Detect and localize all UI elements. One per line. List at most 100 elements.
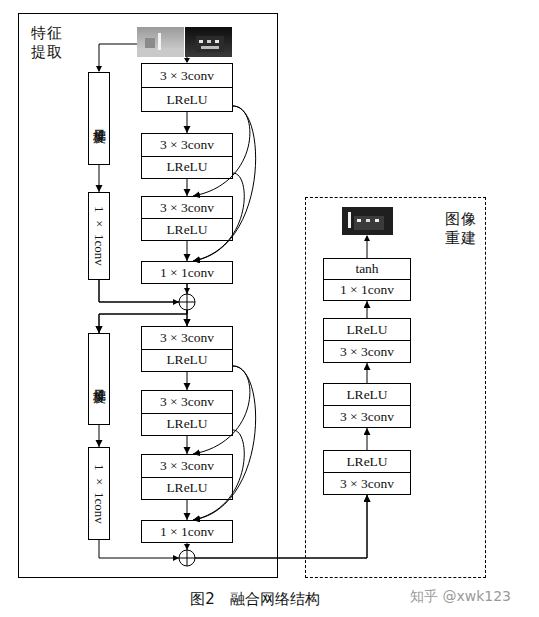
box-label: tanh (324, 259, 410, 279)
visible-light (207, 40, 211, 43)
box-label: 1 × 1conv (142, 521, 232, 542)
conv-block: tanh1 × 1conv (323, 258, 411, 301)
fused-person (348, 212, 351, 228)
fused-image (342, 207, 393, 235)
connector-arrow (187, 495, 367, 558)
group-heading: 图像 重建 (445, 210, 479, 248)
skip-connection (193, 106, 250, 196)
watermark: 知乎 @xwk123 (410, 588, 511, 606)
box-label: 3 × 3conv (142, 197, 232, 218)
arrow-head (173, 555, 179, 561)
box-label: LReLU (142, 87, 232, 111)
connector-arrow (99, 165, 100, 192)
arrow-head (364, 235, 370, 241)
group-heading: 特征 提取 (31, 24, 65, 62)
connector-arrow (99, 284, 187, 333)
conv-box: 1 × 1conv (141, 261, 233, 284)
box-label: 3 × 3conv (142, 64, 232, 87)
arrow-head (184, 544, 190, 550)
sum-symbol (173, 544, 195, 566)
arrow-head (184, 288, 190, 294)
connector-arrow (99, 280, 187, 326)
box-label: 1 × 1conv (142, 262, 232, 283)
connector-arrow (187, 436, 188, 454)
fused-building (354, 216, 384, 230)
box-label: LReLU (142, 156, 232, 179)
box-label: 3 × 3conv (142, 455, 232, 477)
input-wire (99, 44, 137, 71)
box-label: 梯度算子 (89, 334, 109, 424)
input-images (137, 27, 232, 57)
box-label: LReLU (324, 451, 410, 472)
connector-arrow (99, 425, 100, 447)
connector-arrow (187, 179, 188, 196)
skip-connection (193, 366, 256, 520)
arrow-head (173, 299, 179, 305)
skip-connection (193, 430, 244, 520)
box-label: 3 × 3conv (324, 340, 410, 362)
box-label: 3 × 3conv (142, 134, 232, 156)
visible-light (199, 40, 203, 43)
feature-extraction-group: 特征 提取3 × 3convLReLU梯度算子3 × 3convLReLU3 ×… (18, 13, 278, 578)
conv-block: 3 × 3convLReLU (141, 454, 233, 500)
image-reconstruction-group: 图像 重建tanh1 × 1convLReLU3 × 3convLReLU3 ×… (305, 197, 486, 578)
gradient-operator-box: 梯度算子 (88, 72, 110, 165)
box-label: 3 × 3conv (142, 391, 232, 413)
conv-block: 3 × 3convLReLU (141, 133, 233, 179)
conv-box: 1 × 1conv (88, 192, 110, 280)
connector-arrow (99, 280, 187, 333)
box-label: 3 × 3conv (142, 327, 232, 349)
box-label: 梯度算子 (89, 73, 109, 164)
infrared-image (137, 27, 184, 57)
infrared-building (145, 38, 155, 48)
conv-block: 3 × 3convLReLU (141, 63, 233, 112)
box-label: LReLU (142, 349, 232, 372)
fused-light (366, 219, 370, 222)
sum-circle (179, 550, 195, 566)
connector-arrow (367, 301, 368, 318)
visible-image (185, 27, 232, 57)
skip-connection (193, 173, 244, 261)
sum-plus (179, 550, 195, 566)
box-label: LReLU (324, 319, 410, 340)
fused-light (357, 219, 361, 222)
connector-arrow (187, 241, 188, 261)
box-label: 3 × 3conv (324, 472, 410, 494)
connector-arrow (187, 112, 188, 133)
conv-block: LReLU3 × 3conv (323, 318, 411, 363)
connector-arrow (99, 495, 367, 558)
connector-arrow (367, 428, 368, 450)
conv-box: 1 × 1conv (141, 520, 233, 543)
gradient-operator-box: 梯度算子 (88, 333, 110, 425)
infrared-person (158, 33, 161, 50)
sum-circle (179, 294, 195, 310)
sum-symbol (173, 288, 195, 310)
box-label: 1 × 1conv (89, 448, 109, 539)
skip-connection (193, 366, 250, 454)
sum-plus (179, 294, 195, 310)
connector-arrow (187, 500, 188, 520)
box-label: 3 × 3conv (324, 405, 410, 427)
conv-block: 3 × 3convLReLU (141, 326, 233, 372)
conv-block: LReLU3 × 3conv (323, 383, 411, 428)
conv-block: 3 × 3convLReLU (141, 390, 233, 436)
output-image (342, 207, 393, 235)
visible-light (201, 46, 219, 49)
visible-light (215, 40, 219, 43)
box-label: LReLU (142, 218, 232, 240)
box-label: 1 × 1conv (324, 279, 410, 300)
connector-arrow (367, 363, 368, 383)
box-label: LReLU (142, 413, 232, 436)
conv-block: 3 × 3convLReLU (141, 196, 233, 241)
connector-arrow (187, 372, 188, 390)
box-label: LReLU (142, 477, 232, 500)
skip-connection (193, 106, 256, 261)
fused-light (375, 219, 379, 222)
conv-block: LReLU3 × 3conv (323, 450, 411, 495)
conv-box: 1 × 1conv (88, 447, 110, 540)
box-label: LReLU (324, 384, 410, 405)
visible-building (196, 36, 224, 52)
